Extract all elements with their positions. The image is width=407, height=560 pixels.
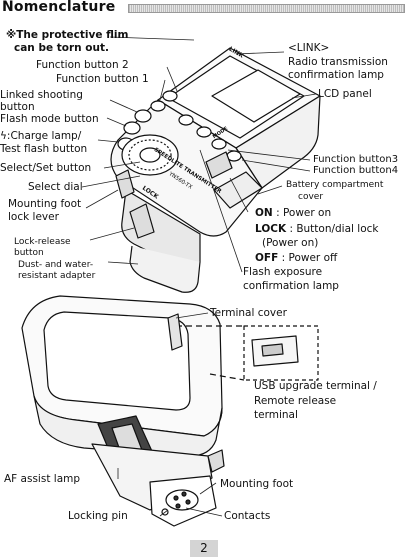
- power-lock-key: LOCK: [255, 223, 287, 235]
- af-assist-lamp-label: AF assist lamp: [4, 473, 81, 485]
- power-off-key: OFF: [255, 252, 279, 264]
- usb-terminal-label-line2: Remote release: [254, 395, 337, 407]
- power-on-text: : Power on: [276, 207, 332, 219]
- locking-pin-label: Locking pin: [68, 510, 128, 522]
- link-lamp-label-line2: Radio transmission: [288, 56, 388, 68]
- protective-film-label-line2: can be torn out.: [14, 42, 109, 54]
- terminal-cover-label: Terminal cover: [210, 307, 287, 319]
- dust-water-adapter-label-line2: resistant adapter: [18, 271, 96, 281]
- lock-release-button-label: Lock-release: [14, 237, 71, 247]
- select-dial-label: Select dial: [28, 181, 83, 193]
- lcd-panel-label: LCD panel: [318, 88, 372, 100]
- battery-cover-label-line2: cover: [298, 192, 324, 202]
- power-off-text: : Power off: [281, 252, 338, 264]
- function-button-1-label: Function button 1: [56, 73, 149, 85]
- function-button-4-label: Function button4: [313, 165, 399, 176]
- battery-cover-label: Battery compartment: [286, 180, 384, 190]
- flash-mode-button-label: Flash mode button: [0, 113, 99, 125]
- power-lock-note: (Power on): [262, 237, 319, 249]
- contacts-label: Contacts: [224, 510, 271, 522]
- mounting-foot-label: Mounting foot: [220, 478, 294, 490]
- power-on-key: ON: [255, 207, 273, 219]
- protective-film-label: ※The protective flim: [6, 29, 129, 41]
- power-on-row: ON : Power on: [255, 207, 331, 219]
- header-rule: [128, 4, 405, 13]
- power-lock-text: : Button/dial lock: [289, 223, 379, 235]
- linked-shooting-button-label-line2: button: [0, 101, 35, 113]
- page-number: 2: [190, 540, 218, 557]
- test-flash-button-label: Test flash button: [0, 143, 88, 155]
- function-button-2-label: Function button 2: [36, 59, 129, 71]
- mounting-foot-lock-lever-label-line2: lock lever: [8, 211, 59, 223]
- power-off-row: OFF : Power off: [255, 252, 337, 264]
- dust-water-adapter-label: Dust- and water-: [18, 260, 94, 270]
- link-lamp-label: <LINK>: [288, 42, 330, 54]
- linked-shooting-button-label: Linked shooting: [0, 89, 83, 101]
- usb-terminal-label-line3: terminal: [254, 409, 298, 421]
- function-button-3-label: Function button3: [313, 154, 399, 165]
- mounting-foot-lock-lever-label: Mounting foot: [8, 198, 82, 210]
- select-set-button-label: Select/Set button: [0, 162, 92, 174]
- link-lamp-label-line3: confirmation lamp: [288, 69, 384, 81]
- header: Nomenclature: [0, 0, 407, 16]
- flash-exposure-lamp-label-line2: confirmation lamp: [243, 280, 339, 292]
- page-title: Nomenclature: [2, 0, 116, 15]
- flash-exposure-lamp-label: Flash exposure: [243, 266, 323, 278]
- usb-terminal-label: USB upgrade terminal /: [254, 380, 377, 392]
- power-lock-row: LOCK : Button/dial lock: [255, 223, 379, 235]
- lock-release-button-label-line2: button: [14, 248, 44, 258]
- charge-lamp-label: ϟ:Charge lamp/: [0, 130, 82, 142]
